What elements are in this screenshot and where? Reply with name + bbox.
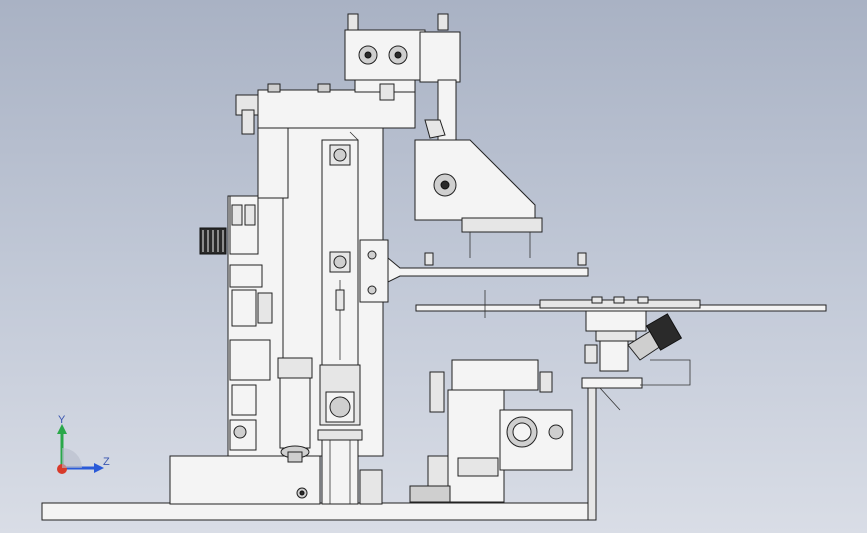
valve-bank[interactable] <box>199 195 273 451</box>
y-axis-head <box>57 424 67 434</box>
base-plate[interactable] <box>41 377 643 521</box>
horizontal-arm[interactable] <box>359 239 589 303</box>
finned-connector-right <box>645 313 683 351</box>
top-head-block[interactable] <box>344 13 461 101</box>
z-axis-label: Z <box>103 456 110 468</box>
finned-connector <box>199 227 227 255</box>
gear-motor-block[interactable] <box>359 359 573 505</box>
angled-bracket[interactable] <box>414 79 543 258</box>
vertical-slide[interactable] <box>317 131 363 505</box>
z-axis-head <box>94 463 104 473</box>
rotary-table[interactable] <box>415 290 827 386</box>
lower-base-block[interactable] <box>169 455 321 505</box>
filter-canister[interactable] <box>277 357 313 463</box>
y-axis-label: Y <box>58 414 66 426</box>
axis-triad-graphic <box>57 424 104 474</box>
axis-arc <box>62 448 82 468</box>
axis-triad <box>48 412 118 482</box>
